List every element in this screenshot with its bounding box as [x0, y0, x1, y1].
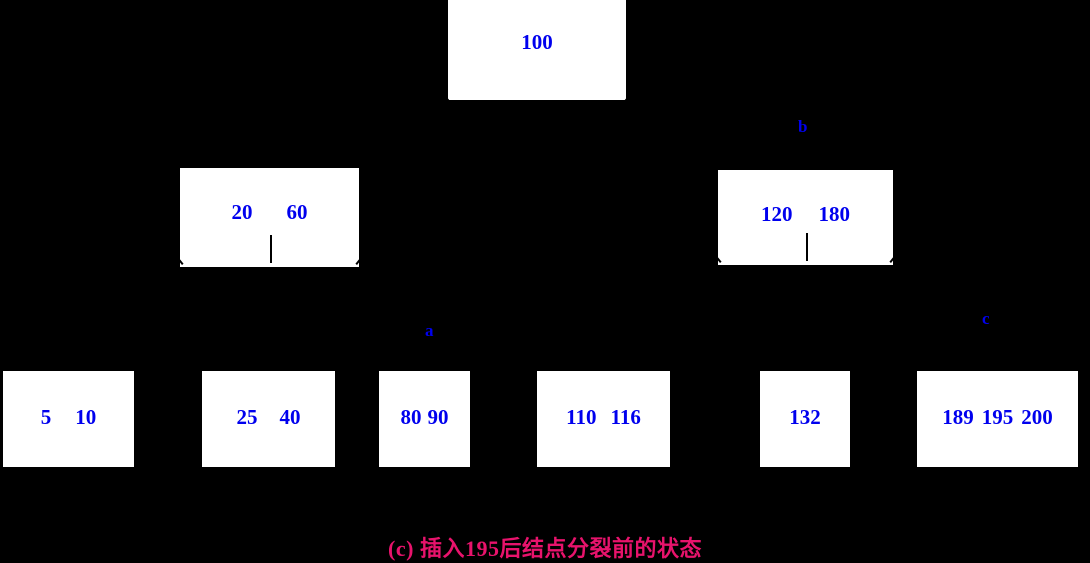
btree-key: 120 [761, 202, 793, 226]
btree-key: 80 [400, 405, 422, 429]
btree-child-pointer [448, 70, 452, 100]
btree-key: 180 [818, 202, 851, 226]
btree-key: 200 [1021, 405, 1053, 429]
btree-key: 195 [981, 405, 1014, 429]
btree-node-leaf-6[interactable]: 189 195 200 [917, 371, 1078, 467]
btree-child-pointer [889, 238, 893, 263]
btree-node-leaf-2[interactable]: 25 40 [202, 371, 335, 467]
node-label-a: a [425, 321, 434, 340]
btree-key: 110 [566, 405, 597, 429]
btree-key: 20 [231, 200, 253, 224]
btree-child-pointer [718, 238, 722, 263]
btree-node-root[interactable]: 100 [448, 0, 626, 100]
btree-key: 132 [789, 405, 821, 429]
btree-child-pointer [622, 70, 626, 100]
btree-key: 189 [942, 405, 974, 429]
btree-key: 90 [427, 405, 449, 429]
btree-child-pointer [806, 233, 808, 261]
btree-node-internal-right[interactable]: 120 180 [718, 170, 893, 265]
btree-node-leaf-5[interactable]: 132 [760, 371, 850, 467]
btree-node-keys: 132 [760, 405, 850, 430]
btree-key: 116 [610, 405, 641, 429]
node-label-b: b [798, 117, 808, 136]
btree-child-pointer [355, 240, 359, 265]
node-label-c: c [982, 309, 990, 328]
btree-node-keys: 25 40 [202, 405, 335, 430]
btree-node-keys: 5 10 [3, 405, 134, 430]
btree-key: 40 [279, 405, 301, 429]
btree-node-keys: 120 180 [718, 202, 893, 227]
btree-key: 60 [286, 200, 308, 224]
btree-child-pointer [180, 240, 184, 265]
btree-key: 25 [236, 405, 258, 429]
figure-caption: (c) 插入195后结点分裂前的状态 [388, 536, 702, 561]
btree-key: 5 [40, 405, 52, 429]
btree-node-keys: 189 195 200 [917, 405, 1078, 430]
btree-child-pointer [270, 235, 272, 263]
btree-key: 100 [521, 30, 553, 54]
btree-node-leaf-1[interactable]: 5 10 [3, 371, 134, 467]
btree-node-leaf-4[interactable]: 110 116 [537, 371, 670, 467]
btree-node-keys: 100 [448, 30, 626, 55]
btree-key: 10 [75, 405, 97, 429]
btree-node-keys: 110 116 [537, 405, 670, 430]
